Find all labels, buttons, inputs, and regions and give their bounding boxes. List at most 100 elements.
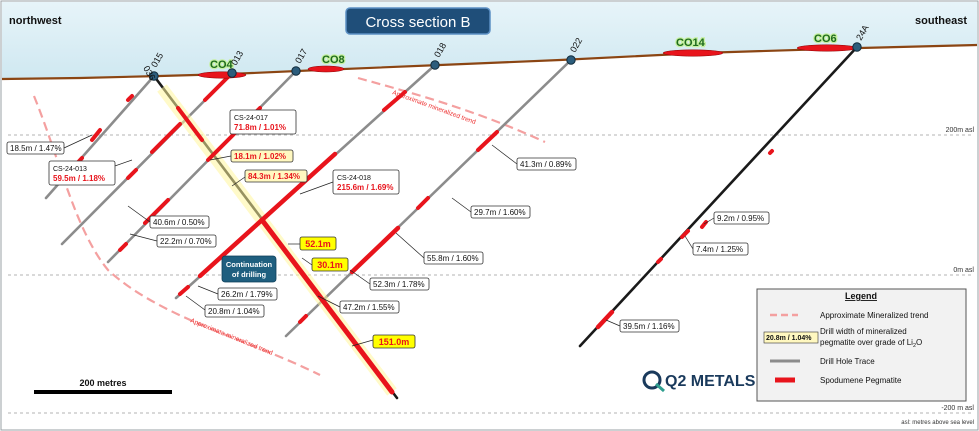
intercept-box-39-5 bbox=[619, 319, 680, 333]
intercept-box-20-8 bbox=[204, 304, 265, 318]
pegmatite-015-a bbox=[126, 94, 134, 102]
leader-55-8 bbox=[395, 232, 425, 259]
pegmatite-013-a bbox=[203, 75, 230, 102]
intercept-text-9-2: 9.2m / 0.95% bbox=[717, 214, 764, 223]
outcrop-co4 bbox=[197, 71, 247, 79]
intercept-text-18-5: 18.5m / 1.47% bbox=[10, 144, 62, 153]
leader-18-5 bbox=[63, 134, 93, 149]
intercept-box-26-2 bbox=[217, 287, 278, 301]
scale-bar bbox=[34, 390, 172, 394]
highlight-value-cs018: 215.6m / 1.69% bbox=[337, 183, 393, 192]
legend-intercept-label2: pegmatite over grade of Li2O bbox=[820, 338, 922, 349]
red-intercept-box-18-1 bbox=[230, 149, 294, 163]
pegmatite-017-b bbox=[143, 198, 170, 225]
outcrop-co14 bbox=[662, 49, 724, 57]
direction-northwest: northwest bbox=[9, 15, 62, 27]
leader-40-6 bbox=[127, 205, 151, 223]
intercept-labels: 18.5m / 1.47% 40.6m / 0.50% 22.2m / 0.70… bbox=[6, 141, 770, 333]
elevation-label-200: 200m asl bbox=[946, 127, 975, 134]
intercept-box-29-7 bbox=[470, 205, 531, 219]
intercept-box-7-4 bbox=[692, 242, 749, 256]
yellow-text-52-1: 52.1m bbox=[305, 239, 331, 249]
leader-cs018 bbox=[299, 181, 334, 195]
mineralized-trend-left bbox=[32, 95, 321, 376]
collar-036-015 bbox=[149, 71, 159, 81]
collars bbox=[149, 42, 862, 81]
red-intercept-text-84-3: 84.3m / 1.34% bbox=[248, 172, 300, 181]
intercept-box-18-5 bbox=[6, 141, 65, 155]
intercept-box-41-3 bbox=[516, 157, 577, 171]
yellow-text-151-0: 151.0m bbox=[379, 337, 410, 347]
legend-intercept-label2-main: pegmatite over grade of Li bbox=[820, 338, 913, 347]
intercept-text-7-4: 7.4m / 1.25% bbox=[696, 245, 743, 254]
elevation-label-0: 0m asl bbox=[953, 267, 974, 274]
intercept-box-22-2 bbox=[156, 234, 217, 248]
intercept-text-40-6: 40.6m / 0.50% bbox=[153, 218, 205, 227]
highlight-hole-cs017: CS-24-017 bbox=[234, 115, 268, 122]
pegmatite-022-b bbox=[416, 196, 430, 210]
collar-24A bbox=[852, 42, 862, 52]
intercept-text-39-5: 39.5m / 1.16% bbox=[623, 322, 675, 331]
pegmatite-015-b bbox=[90, 128, 102, 142]
legend-pegmatite-label: Spodumene Pegmatite bbox=[820, 376, 902, 385]
highlight-box-cs018 bbox=[332, 169, 400, 195]
leader-29-7 bbox=[451, 197, 472, 213]
leader-151-0 bbox=[351, 339, 374, 347]
leader-84-3 bbox=[231, 176, 246, 187]
intercept-text-52-3: 52.3m / 1.78% bbox=[373, 280, 425, 289]
pegmatite-036-main bbox=[259, 217, 395, 395]
intercept-box-40-6 bbox=[149, 215, 210, 229]
pegmatite-24A-e bbox=[595, 309, 615, 330]
logo-accent bbox=[655, 382, 665, 393]
collar-013 bbox=[227, 68, 237, 78]
outcrop-label-co6: CO6 bbox=[814, 33, 837, 45]
continuation-box bbox=[221, 255, 277, 283]
outcrop-co6 bbox=[796, 44, 858, 52]
intercept-text-20-8: 20.8m / 1.04% bbox=[208, 307, 260, 316]
intercept-box-52-3 bbox=[369, 277, 430, 291]
highlight-value-cs017: 71.8m / 1.01% bbox=[234, 123, 286, 132]
leader-9-2 bbox=[703, 217, 715, 225]
highlight-value-cs013: 59.5m / 1.18% bbox=[53, 174, 105, 183]
ground-surface-line bbox=[1, 43, 978, 81]
mineralized-trend-upper bbox=[357, 76, 546, 143]
intercept-text-22-2: 22.2m / 0.70% bbox=[160, 237, 212, 246]
leader-20-8 bbox=[185, 295, 206, 311]
scale-bar-label: 200 metres bbox=[79, 378, 126, 388]
intercept-text-26-2: 26.2m / 1.79% bbox=[221, 290, 273, 299]
yellow-box-30-1 bbox=[311, 257, 349, 272]
collar-018 bbox=[430, 60, 440, 70]
sky-area bbox=[2, 2, 977, 79]
highlight-hole-cs013: CS-24-013 bbox=[53, 166, 87, 173]
highlight-box-cs017 bbox=[229, 109, 297, 135]
outcrop-label-co8: CO8 bbox=[322, 54, 345, 66]
leader-39-5 bbox=[605, 319, 621, 327]
leader-7-4 bbox=[684, 235, 694, 250]
drill-trace-013 bbox=[60, 71, 234, 246]
pegmatite-036-upper bbox=[176, 106, 204, 142]
highlight-boxes: CS-24-013 59.5m / 1.18% CS-24-017 71.8m … bbox=[48, 109, 400, 195]
leader-47-2 bbox=[317, 295, 341, 308]
legend-intercept-sample bbox=[763, 331, 819, 344]
continuation-line2: of drilling bbox=[232, 270, 267, 279]
highlight-box-cs013 bbox=[48, 160, 116, 186]
legend-intercept-label1: Drill width of mineralized bbox=[820, 327, 907, 336]
red-intercept-text-18-1: 18.1m / 1.02% bbox=[234, 152, 286, 161]
legend-intercept-label2-tail: O bbox=[916, 338, 922, 347]
outcrop-label-co14: CO14 bbox=[676, 37, 706, 49]
outcrop-co8 bbox=[307, 65, 345, 73]
intercept-text-29-7: 29.7m / 1.60% bbox=[474, 208, 526, 217]
yellow-text-30-1: 30.1m bbox=[317, 260, 343, 270]
elevation-label-minus200: -200 m asl bbox=[941, 405, 974, 412]
logo-ring bbox=[642, 370, 662, 390]
legend-intercept-label2-sub: 2 bbox=[913, 343, 916, 349]
leader-41-3 bbox=[491, 144, 518, 165]
pegmatite-022-a bbox=[476, 130, 499, 152]
legend-trace-label: Drill Hole Trace bbox=[820, 357, 875, 366]
pegmatite-018-c bbox=[178, 285, 190, 296]
drill-trace-017 bbox=[106, 69, 298, 264]
pegmatite-022-c bbox=[349, 225, 401, 275]
pegmatite-013-b bbox=[150, 122, 182, 154]
